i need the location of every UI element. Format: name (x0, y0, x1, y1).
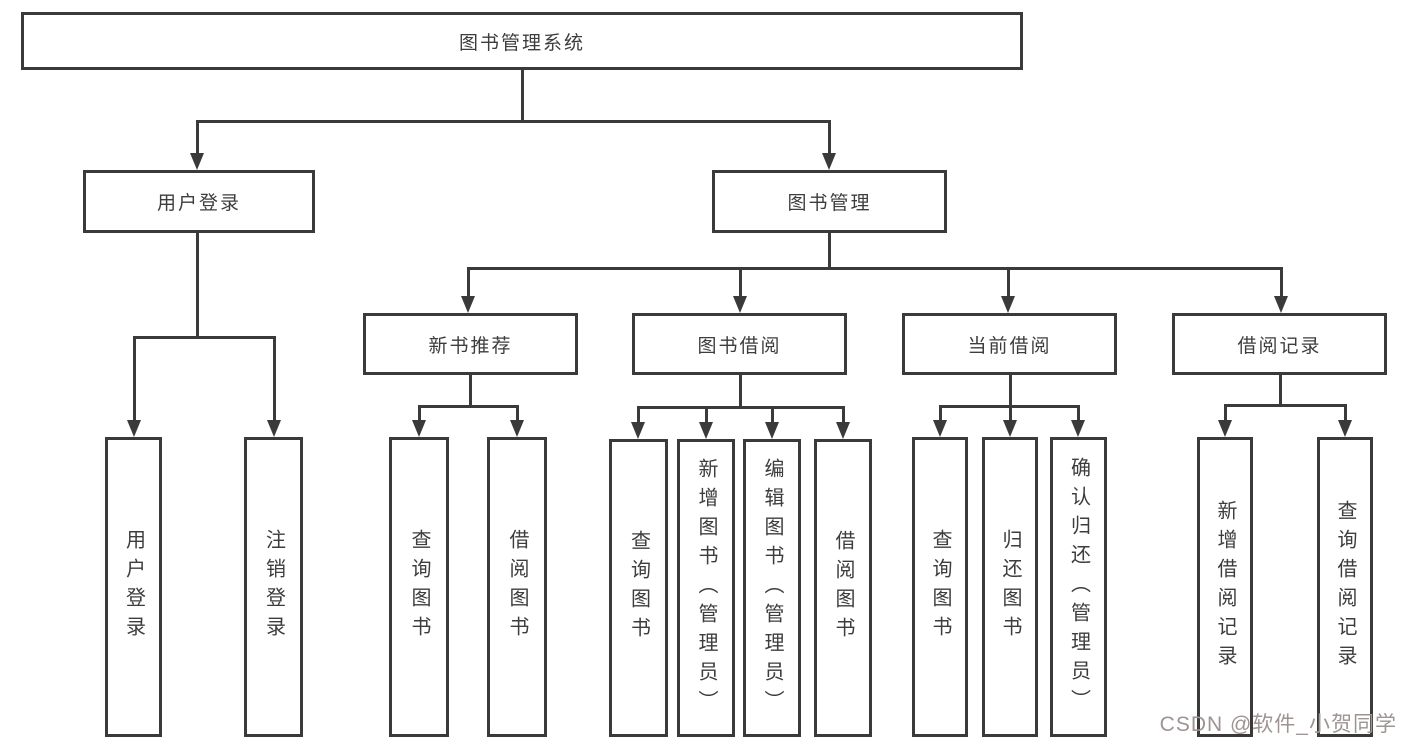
edge-drop-borrow-record-0 (1223, 405, 1227, 431)
node-borrow-record: 借阅记录 (1172, 313, 1387, 375)
edge-drop-current-borrow-1 (1008, 406, 1012, 431)
arrow-down-icon (1071, 420, 1085, 437)
node-label-book-borrow: 图书借阅 (697, 335, 782, 357)
arrow-down-icon (699, 422, 713, 439)
arrow-down-icon (933, 420, 947, 437)
arrow-down-icon (510, 420, 524, 437)
edge-drop-new-book-recommend-1 (515, 406, 519, 431)
node-label-nb-borrow-book: 借阅图书 (506, 529, 528, 645)
edge-stem-new-book-recommend (468, 375, 472, 406)
arrow-down-icon (1274, 296, 1288, 313)
arrow-down-icon (461, 296, 475, 313)
node-bb-edit-book: 编辑图书（管理员） (743, 439, 801, 737)
arrow-down-icon (822, 153, 836, 170)
edge-drop-user-login-1 (272, 337, 276, 431)
node-ul-logout: 注销登录 (244, 437, 303, 737)
edge-drop-book-borrow-2 (770, 407, 774, 433)
node-bb-add-book: 新增图书（管理员） (677, 439, 735, 737)
arrow-down-icon (267, 420, 281, 437)
node-nb-borrow-book: 借阅图书 (487, 437, 547, 737)
node-label-bb-edit-book: 编辑图书（管理员） (761, 457, 783, 719)
node-label-cb-query-book: 查询图书 (929, 529, 951, 645)
edge-drop-book-mgmt-2 (1006, 268, 1010, 307)
node-label-cb-confirm-return: 确认归还（管理员） (1067, 456, 1090, 718)
arrow-down-icon (765, 422, 779, 439)
edge-drop-book-borrow-1 (704, 407, 708, 433)
node-bb-query-book: 查询图书 (609, 439, 668, 737)
arrow-down-icon (733, 296, 747, 313)
edge-rail-user-login (132, 335, 276, 339)
node-book-borrow: 图书借阅 (632, 313, 847, 375)
edge-drop-new-book-recommend-0 (417, 406, 421, 431)
edge-stem-user-login (195, 233, 199, 337)
arrow-down-icon (836, 422, 850, 439)
arrow-down-icon (412, 420, 426, 437)
edge-stem-borrow-record (1278, 375, 1282, 405)
node-label-root: 图书管理系统 (458, 32, 585, 54)
node-root: 图书管理系统 (21, 12, 1023, 70)
node-label-borrow-record: 借阅记录 (1237, 335, 1322, 357)
node-label-current-borrow: 当前借阅 (967, 335, 1052, 357)
node-label-ul-logout: 注销登录 (262, 529, 285, 645)
node-current-borrow: 当前借阅 (902, 313, 1117, 375)
edge-drop-book-borrow-0 (636, 407, 640, 433)
edge-rail-root (195, 119, 831, 123)
arrow-down-icon (1218, 420, 1232, 437)
node-book-mgmt: 图书管理 (712, 170, 947, 233)
edge-rail-book-mgmt (466, 266, 1283, 270)
edge-drop-current-borrow-2 (1076, 406, 1080, 431)
edge-rail-borrow-record (1223, 403, 1347, 407)
edge-drop-book-borrow-3 (841, 407, 845, 433)
node-bb-borrow-book: 借阅图书 (814, 439, 872, 737)
arrow-down-icon (1338, 420, 1352, 437)
csdn-watermark: CSDN @软件_小贺同学 (1159, 713, 1397, 736)
node-label-user-login: 用户登录 (156, 193, 241, 214)
edge-stem-book-borrow (738, 375, 742, 407)
node-label-new-book-recommend: 新书推荐 (428, 335, 513, 357)
node-cb-query-book: 查询图书 (912, 437, 968, 737)
node-br-add-record: 新增借阅记录 (1197, 437, 1253, 737)
node-label-bb-borrow-book: 借阅图书 (832, 530, 854, 646)
node-label-bb-query-book: 查询图书 (627, 530, 650, 646)
edge-drop-borrow-record-1 (1343, 405, 1347, 431)
edge-drop-book-mgmt-3 (1279, 268, 1283, 307)
node-label-book-mgmt: 图书管理 (787, 193, 872, 214)
edge-stem-root (520, 69, 524, 121)
edge-drop-current-borrow-0 (938, 406, 942, 431)
node-nb-query-book: 查询图书 (389, 437, 449, 737)
edge-drop-user-login-0 (132, 337, 136, 431)
edge-drop-root-0 (195, 121, 199, 164)
node-label-cb-return-book: 归还图书 (999, 529, 1021, 645)
node-label-br-add-record: 新增借阅记录 (1214, 500, 1236, 674)
node-cb-return-book: 归还图书 (982, 437, 1038, 737)
arrow-down-icon (190, 153, 204, 170)
node-label-br-query-record: 查询借阅记录 (1334, 500, 1356, 674)
node-user-login: 用户登录 (83, 170, 315, 233)
edge-stem-book-mgmt (827, 233, 831, 268)
edge-rail-new-book-recommend (417, 404, 519, 408)
node-ul-login: 用户登录 (105, 437, 162, 737)
arrow-down-icon (631, 422, 645, 439)
node-label-bb-add-book: 新增图书（管理员） (695, 457, 717, 719)
arrow-down-icon (1003, 420, 1017, 437)
node-br-query-record: 查询借阅记录 (1317, 437, 1373, 737)
arrow-down-icon (127, 420, 141, 437)
edge-drop-book-mgmt-1 (738, 268, 742, 307)
node-cb-confirm-return: 确认归还（管理员） (1050, 437, 1107, 737)
edge-rail-book-borrow (636, 405, 845, 409)
arrow-down-icon (1001, 296, 1015, 313)
node-label-nb-query-book: 查询图书 (408, 529, 430, 645)
edge-drop-root-1 (827, 121, 831, 164)
edge-stem-current-borrow (1008, 375, 1012, 406)
node-new-book-recommend: 新书推荐 (363, 313, 578, 375)
edge-drop-book-mgmt-0 (466, 268, 470, 307)
node-label-ul-login: 用户登录 (122, 529, 145, 645)
